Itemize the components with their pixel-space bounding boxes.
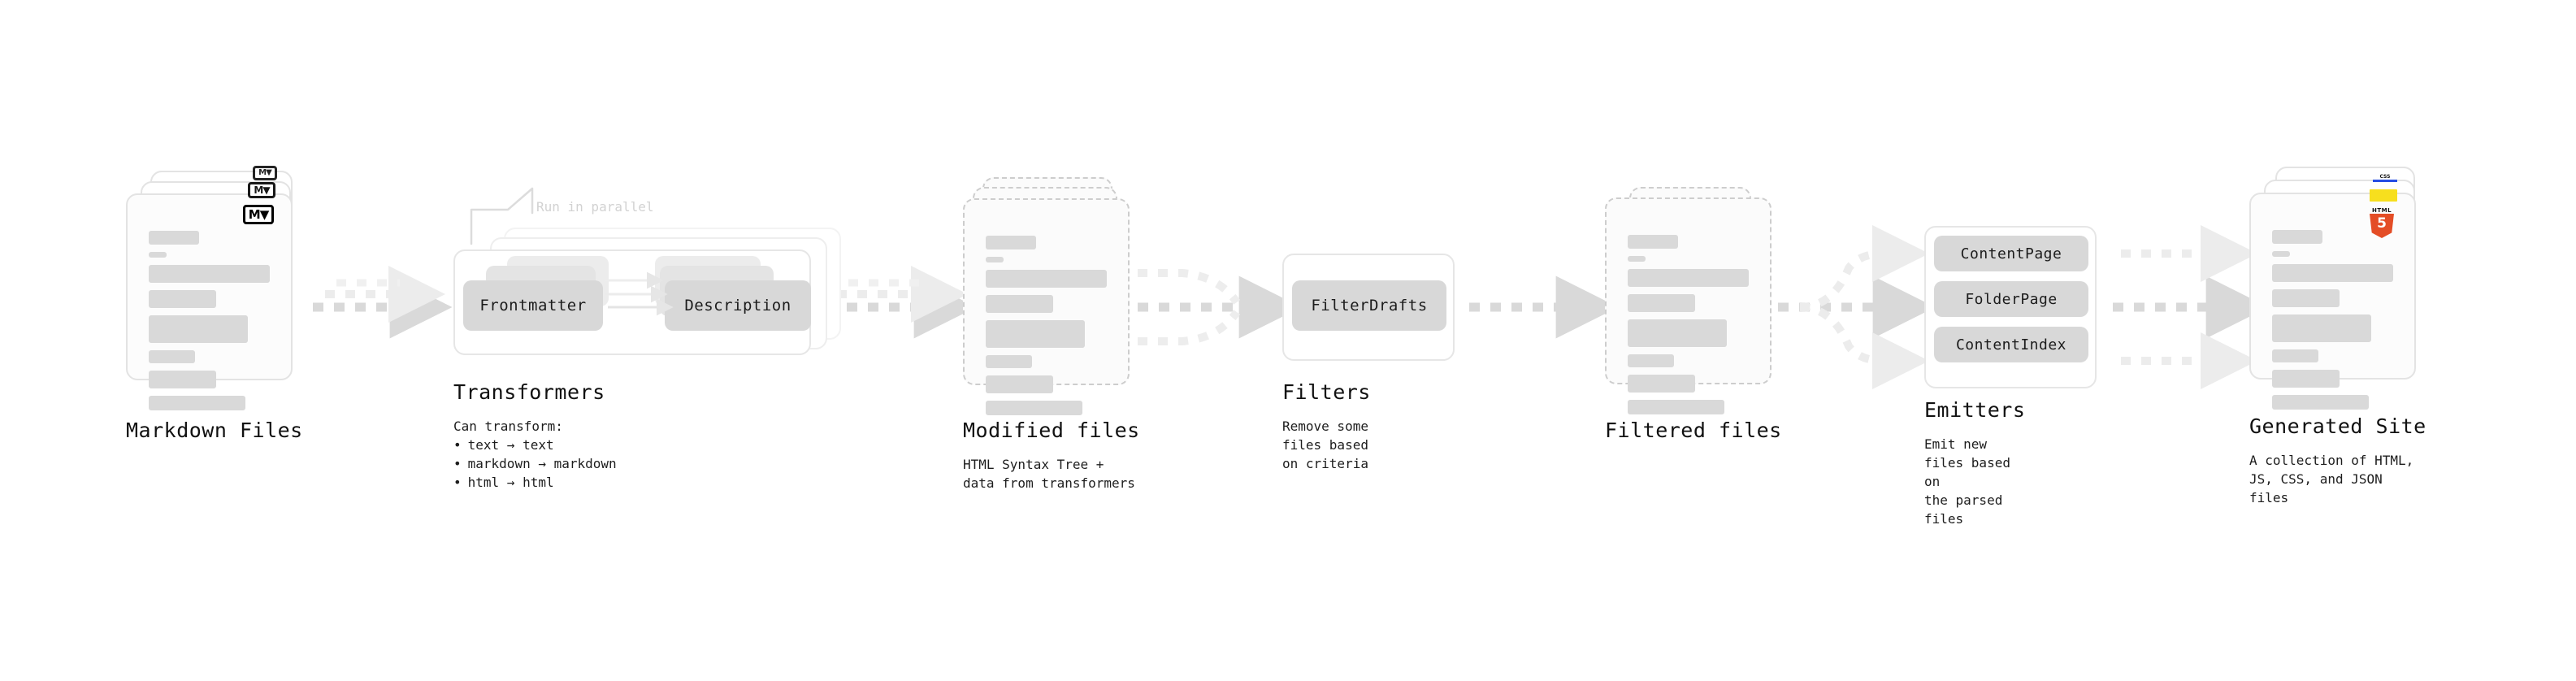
title-generated-site: Generated Site xyxy=(2249,414,2426,438)
title-transformers: Transformers xyxy=(453,380,605,404)
title-modified-files: Modified files xyxy=(963,419,1140,442)
caption-generated-site: Generated Site A collection of HTML, JS,… xyxy=(2249,414,2426,507)
caption-emitters: Emitters Emit new files based on the par… xyxy=(1924,398,2025,528)
chip-folderpage[interactable]: FolderPage xyxy=(1934,281,2088,317)
modified-card-front xyxy=(963,198,1130,415)
subtitle-modified-files: HTML Syntax Tree + data from transformer… xyxy=(963,457,1135,491)
chip-filterdrafts[interactable]: FilterDrafts xyxy=(1292,280,1446,331)
title-filters: Filters xyxy=(1282,380,1371,404)
list-item-html-label: html → html xyxy=(467,475,554,490)
caption-modified-files: Modified files HTML Syntax Tree + data f… xyxy=(963,419,1140,492)
site-skeleton xyxy=(2272,230,2393,417)
list-item-markdown: • markdown → markdown xyxy=(453,454,617,473)
arrow-modified-to-filters xyxy=(1138,269,1302,345)
caption-markdown-files: Markdown Files xyxy=(126,419,303,442)
markdown-icon: M▼ xyxy=(243,205,274,224)
css3-icon: CSS xyxy=(2373,171,2397,182)
markdown-icon-mid: M▼ xyxy=(248,182,275,198)
html5-icon-label: HTML xyxy=(2371,207,2392,214)
list-item-text-label: text → text xyxy=(467,437,554,453)
chip-contentindex[interactable]: ContentIndex xyxy=(1934,327,2088,362)
subtitle-transformers: Can transform: xyxy=(453,419,563,434)
bullet-icon: • xyxy=(453,437,462,453)
modified-skeleton xyxy=(986,236,1107,423)
arrow-filtered-to-emitters xyxy=(1778,225,1936,389)
bullet-icon: • xyxy=(453,475,462,490)
filtered-card-front xyxy=(1605,197,1772,414)
site-card-front xyxy=(2249,193,2416,410)
list-item-html: • html → html xyxy=(453,473,617,492)
css3-icon-bar xyxy=(2373,180,2397,182)
arrow-markdown-to-transformers xyxy=(313,266,453,339)
list-item-text: • text → text xyxy=(453,436,617,454)
subtitle-filters: Remove some files based on criteria xyxy=(1282,419,1368,471)
html5-icon-shield: 5 xyxy=(2370,214,2394,238)
markdown-icon-back: M▼ xyxy=(253,166,277,180)
arrow-emitters-to-site xyxy=(2113,225,2269,389)
subtitle-emitters: Emit new files based on the parsed files xyxy=(1924,436,2010,527)
css3-icon-label: CSS xyxy=(2379,174,2391,180)
markdown-card-front xyxy=(126,193,293,410)
markdown-skeleton xyxy=(149,231,270,418)
html5-icon: HTML 5 xyxy=(2368,207,2396,238)
caption-filtered-files: Filtered files xyxy=(1605,419,1782,442)
javascript-icon xyxy=(2370,189,2397,202)
title-filtered-files: Filtered files xyxy=(1605,419,1782,442)
filtered-skeleton xyxy=(1628,235,1749,422)
chip-contentpage[interactable]: ContentPage xyxy=(1934,236,2088,271)
caption-filters: Filters Remove some files based on crite… xyxy=(1282,380,1371,473)
list-item-markdown-label: markdown → markdown xyxy=(467,456,617,471)
caption-transformers: Transformers Can transform: • text → text… xyxy=(453,380,617,492)
subtitle-generated-site: A collection of HTML, JS, CSS, and JSON … xyxy=(2249,453,2414,505)
chip-description[interactable]: Description xyxy=(665,280,811,331)
bullet-icon: • xyxy=(453,456,462,471)
transformers-capability-list: • text → text • markdown → markdown • html … xyxy=(453,436,617,492)
note-run-in-parallel: Run in parallel xyxy=(536,199,654,215)
title-emitters: Emitters xyxy=(1924,398,2026,422)
title-markdown-files: Markdown Files xyxy=(126,419,303,442)
chip-frontmatter[interactable]: Frontmatter xyxy=(463,280,603,331)
